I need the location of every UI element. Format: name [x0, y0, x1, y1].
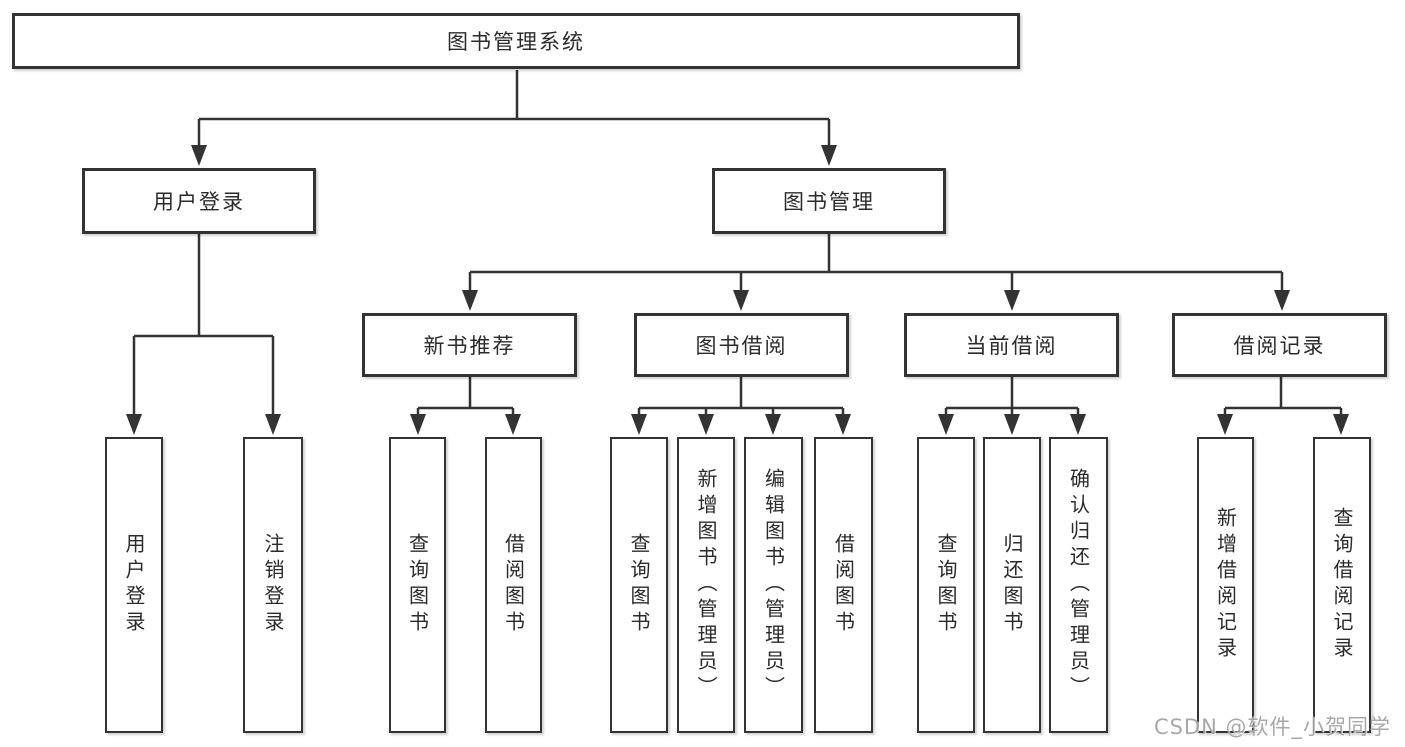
- leaf-query-books-recommend: 查询图书: [389, 437, 446, 733]
- node-book-management-branch: 图书管理: [712, 168, 946, 234]
- leaf-user-login: 用户登录: [105, 437, 163, 733]
- node-user-login-label: 用户登录: [153, 190, 245, 214]
- leaf-logout: 注销登录: [243, 437, 303, 733]
- arrowheads: [126, 145, 1349, 435]
- leaf-query-books-recommend-label: 查询图书: [405, 533, 430, 637]
- node-current-borrowing: 当前借阅: [904, 313, 1119, 377]
- node-new-book-recommend: 新书推荐: [362, 313, 577, 377]
- node-root-label: 图书管理系统: [447, 30, 585, 54]
- leaf-user-login-label: 用户登录: [122, 533, 146, 637]
- leaf-query-books-current: 查询图书: [917, 437, 975, 733]
- leaf-add-borrow-record: 新增借阅记录: [1197, 437, 1254, 733]
- leaf-query-books-borrowing-label: 查询图书: [627, 533, 651, 637]
- leaf-borrow-books-recommend: 借阅图书: [485, 437, 542, 733]
- leaf-query-books-borrowing: 查询图书: [610, 437, 668, 733]
- node-root-system: 图书管理系统: [12, 13, 1020, 69]
- leaf-borrow-books-borrowing: 借阅图书: [814, 437, 873, 733]
- leaf-query-borrow-record: 查询借阅记录: [1313, 437, 1371, 733]
- leaf-return-books: 归还图书: [983, 437, 1041, 733]
- leaf-edit-books-admin: 编辑图书（管理员）: [744, 437, 803, 733]
- leaf-query-borrow-record-label: 查询借阅记录: [1330, 507, 1354, 663]
- leaf-logout-label: 注销登录: [261, 533, 285, 637]
- leaf-return-books-label: 归还图书: [1000, 533, 1024, 637]
- node-borrowing-records: 借阅记录: [1172, 313, 1387, 377]
- leaf-borrow-books-recommend-label: 借阅图书: [501, 533, 526, 637]
- leaf-edit-books-admin-label: 编辑图书（管理员）: [761, 468, 786, 702]
- node-current-borrowing-label: 当前借阅: [965, 334, 1058, 358]
- node-new-book-recommend-label: 新书推荐: [423, 334, 516, 358]
- node-user-login-branch: 用户登录: [82, 168, 316, 234]
- leaf-add-borrow-record-label: 新增借阅记录: [1213, 507, 1238, 663]
- leaf-confirm-return-admin: 确认归还（管理员）: [1049, 437, 1108, 733]
- leaf-add-books-admin: 新增图书（管理员）: [677, 437, 735, 733]
- node-book-management-label: 图书管理: [783, 190, 875, 214]
- node-book-borrowing: 图书借阅: [634, 313, 849, 377]
- leaf-borrow-books-borrowing-label: 借阅图书: [831, 533, 856, 637]
- leaf-query-books-current-label: 查询图书: [934, 533, 958, 637]
- leaf-add-books-admin-label: 新增图书（管理员）: [694, 468, 718, 702]
- node-book-borrowing-label: 图书借阅: [695, 334, 788, 358]
- leaf-confirm-return-admin-label: 确认归还（管理员）: [1066, 468, 1091, 702]
- node-borrowing-records-label: 借阅记录: [1233, 334, 1326, 358]
- watermark: CSDN @软件_小贺同学: [1153, 715, 1391, 739]
